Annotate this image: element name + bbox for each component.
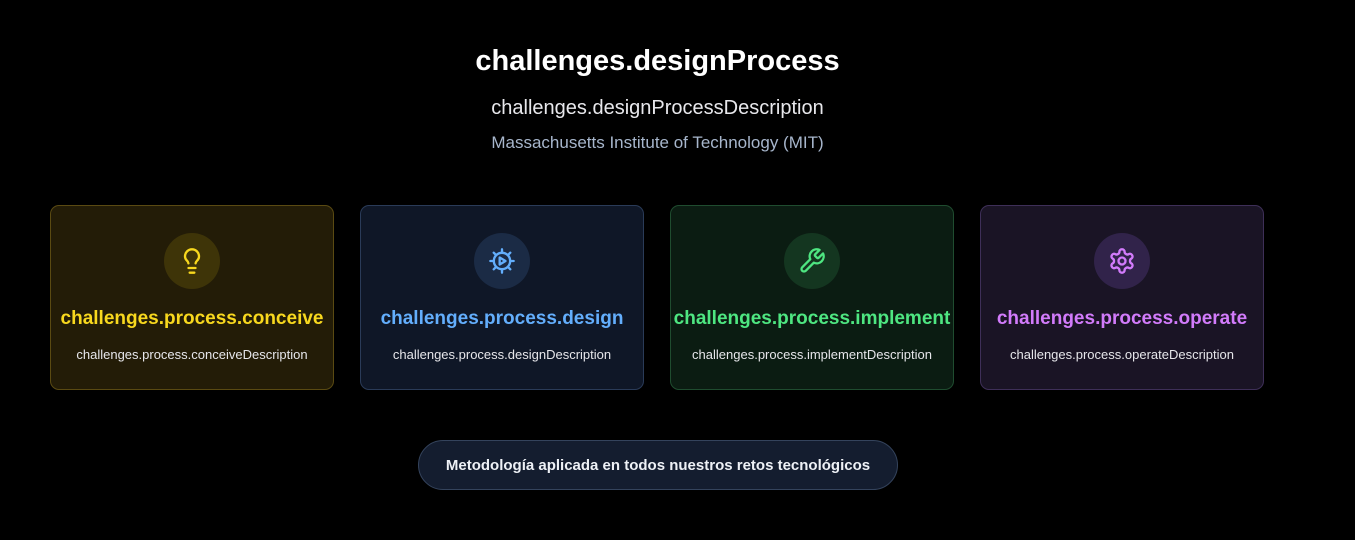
wrench-icon [800,248,825,273]
section-subtitle: challenges.designProcessDescription [491,97,824,119]
section-title: challenges.designProcess [475,45,840,77]
card-title-operate: challenges.process.operate [996,308,1248,329]
card-description-design: challenges.process.designDescription [392,347,612,362]
design-icon-circle [474,233,530,289]
process-card-implement: challenges.process.implement challenges.… [670,205,954,390]
card-title-implement: challenges.process.implement [673,308,951,329]
process-card-conceive: challenges.process.conceive challenges.p… [50,205,334,390]
card-title-design: challenges.process.design [380,308,624,329]
gear-icon [1110,248,1134,274]
institution-label: Massachusetts Institute of Technology (M… [491,133,824,152]
card-description-operate: challenges.process.operateDescription [1009,347,1234,362]
operate-icon-circle [1094,233,1150,289]
implement-icon-circle [784,233,840,289]
process-card-operate: challenges.process.operate challenges.pr… [980,205,1264,390]
lightbulb-icon [183,248,201,274]
methodology-badge: Metodología aplicada en todos nuestros r… [418,440,898,490]
process-card-design: challenges.process.design challenges.pro… [360,205,644,390]
conceive-icon-circle [164,233,220,289]
card-description-implement: challenges.process.implementDescription [692,347,932,362]
cog-play-icon [489,248,515,274]
process-cards: challenges.process.conceive challenges.p… [50,205,1266,392]
card-title-conceive: challenges.process.conceive [60,308,324,329]
card-description-conceive: challenges.process.conceiveDescription [76,347,308,362]
